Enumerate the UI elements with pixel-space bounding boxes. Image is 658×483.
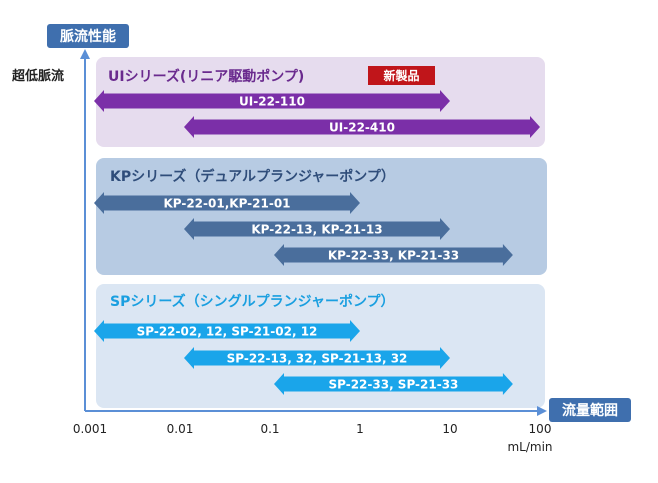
x-axis-label: 流量範囲 — [562, 402, 618, 419]
range-bar-label: UI-22-110 — [239, 95, 305, 109]
range-bar-label: KP-22-33, KP-21-33 — [328, 249, 459, 263]
x-axis-ticks: 0.001 0.01 0.1 1 10 100 — [73, 422, 552, 436]
range-bar — [184, 218, 450, 240]
range-bar — [184, 347, 450, 369]
range-bar — [184, 116, 540, 138]
x-tick-label: 10 — [442, 422, 457, 436]
kp-series-title: KPシリーズ（デュアルプランジャーポンプ） — [110, 168, 395, 185]
y-axis-label: 脈流性能 — [60, 28, 116, 45]
range-bar — [94, 320, 360, 342]
range-bar — [94, 192, 360, 214]
range-bar-label: SP-22-13, 32, SP-21-13, 32 — [227, 352, 408, 366]
kp-series-panel — [96, 158, 547, 275]
range-bar-label: UI-22-410 — [329, 121, 395, 135]
new-product-badge — [368, 66, 435, 85]
range-bar-label: KP-22-01,KP-21-01 — [163, 197, 290, 211]
x-tick-label: 100 — [529, 422, 552, 436]
y-axis-label-box — [47, 24, 129, 48]
x-axis-label-box — [549, 398, 631, 422]
ui-series-title: UIシリーズ(リニア駆動ポンプ) — [108, 68, 304, 85]
range-bars: UI-22-110UI-22-410KP-22-01,KP-21-01KP-22… — [94, 90, 540, 395]
x-tick-label: 0.001 — [73, 422, 107, 436]
range-bar-label: SP-22-33, SP-21-33 — [328, 378, 458, 392]
low-pulsation-annotation: 超低脈流 — [12, 68, 64, 84]
x-tick-label: 0.01 — [167, 422, 194, 436]
x-tick-label: 1 — [356, 422, 364, 436]
x-axis-unit: mL/min — [507, 440, 552, 454]
range-bar — [94, 90, 450, 112]
range-bar — [274, 373, 513, 395]
new-product-badge-label: 新製品 — [383, 68, 419, 83]
sp-series-title: SPシリーズ（シングルプランジャーポンプ） — [110, 293, 395, 310]
range-bar — [274, 244, 513, 266]
x-tick-label: 0.1 — [260, 422, 279, 436]
range-bar-label: SP-22-02, 12, SP-21-02, 12 — [137, 325, 318, 339]
range-bar-label: KP-22-13, KP-21-13 — [251, 223, 382, 237]
